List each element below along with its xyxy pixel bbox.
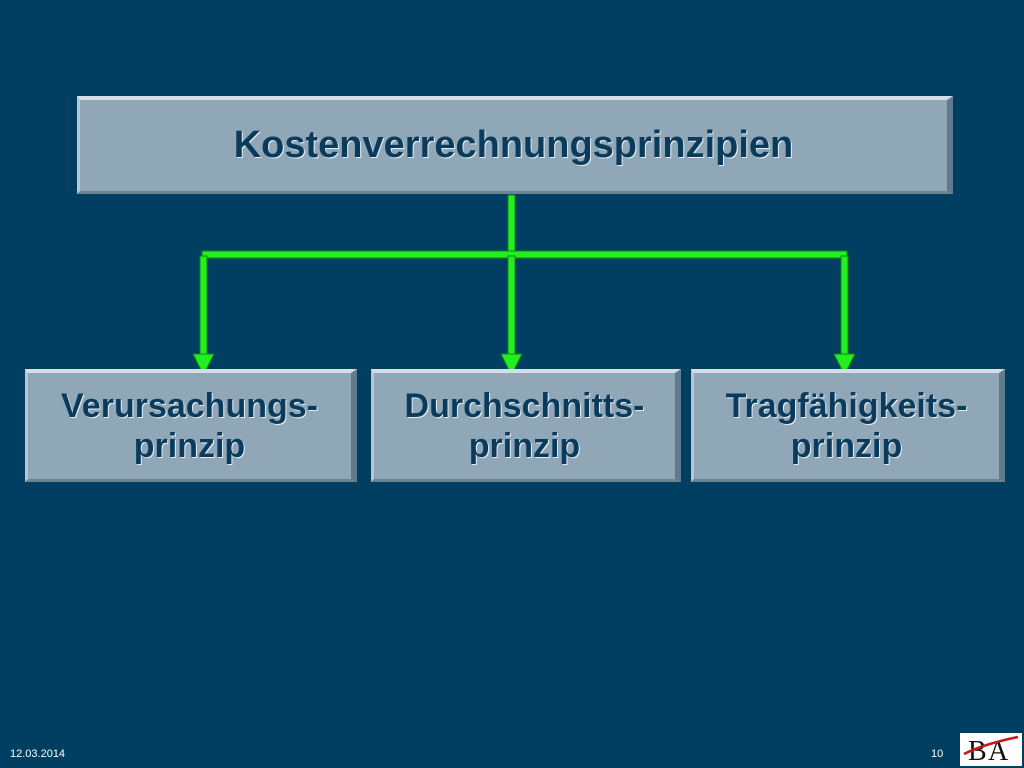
child-node-text: Verursachungs- prinzip	[61, 386, 318, 466]
ba-logo: B A	[960, 733, 1022, 766]
horizontal-bar	[201, 250, 848, 259]
svg-text:B: B	[968, 736, 987, 765]
child-node-line2: prinzip	[790, 427, 903, 465]
page-number: 10	[931, 748, 944, 760]
child-node-verursachungsprinzip: Verursachungs- prinzip	[25, 369, 357, 482]
arrowhead-middle	[500, 353, 523, 377]
branch-line-right	[840, 255, 849, 359]
child-node-line2: prinzip	[133, 427, 246, 465]
child-node-text: Tragfähigkeits- prinzip	[726, 386, 968, 466]
root-node-box: Kostenverrechnungsprinzipien	[77, 96, 953, 194]
child-node-line1: Durchschnitts-	[404, 386, 645, 425]
child-node-durchschnittsprinzip: Durchschnitts- prinzip	[371, 369, 681, 482]
root-node-label: Kostenverrechnungsprinzipien	[233, 124, 794, 167]
arrowhead-right	[833, 353, 856, 377]
child-node-text: Durchschnitts- prinzip	[405, 386, 645, 466]
arrowhead-left	[192, 353, 215, 377]
child-node-line2: prinzip	[468, 427, 581, 465]
child-node-tragfaehigkeitsprinzip: Tragfähigkeits- prinzip	[691, 369, 1005, 482]
footer-date: 12.03.2014	[10, 748, 66, 760]
trunk-line	[507, 194, 516, 258]
branch-line-middle	[507, 255, 516, 359]
child-node-line1: Tragfähigkeits-	[725, 386, 968, 425]
child-node-line1: Verursachungs-	[61, 386, 318, 425]
ba-logo-icon: B A	[963, 735, 1019, 765]
branch-line-left	[199, 255, 208, 359]
